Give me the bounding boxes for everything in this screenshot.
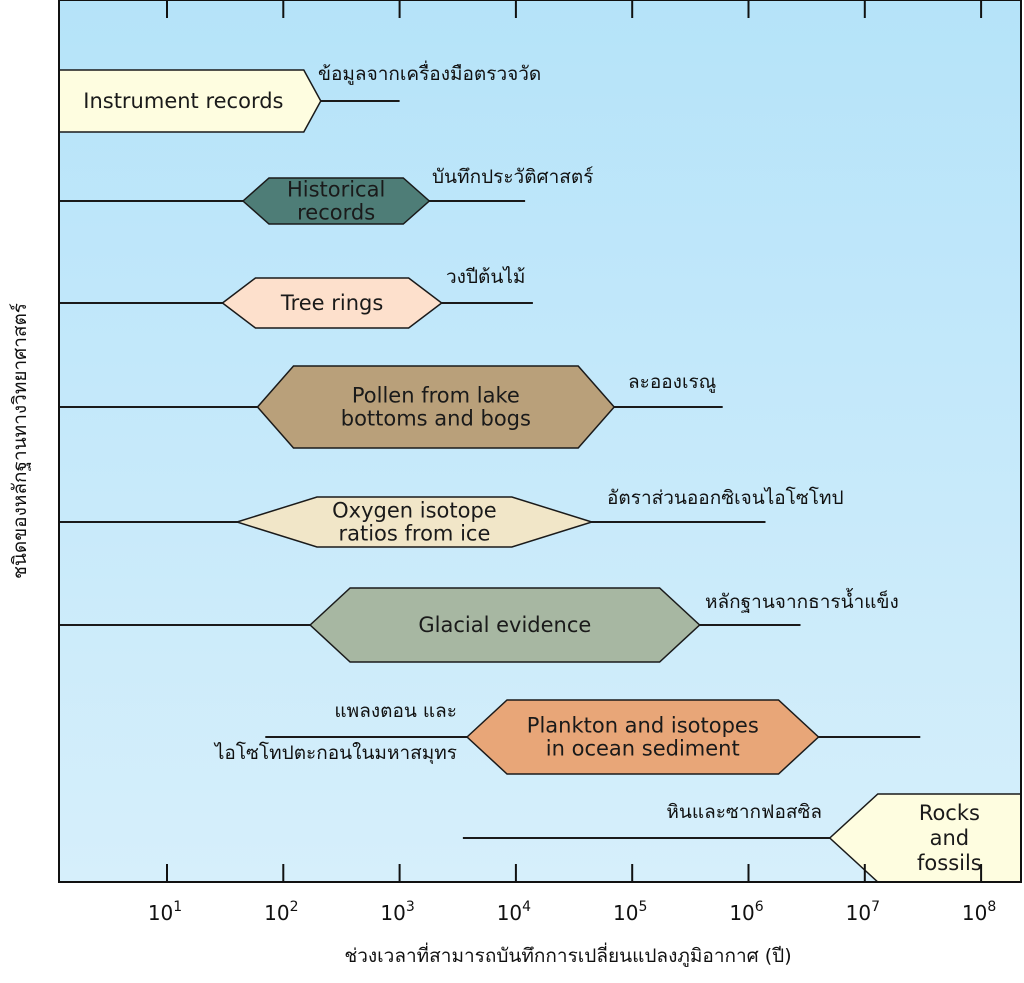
- tick-label: 102: [264, 899, 298, 925]
- evidence-label: ratios from ice: [338, 522, 490, 546]
- tick-label: 101: [148, 899, 182, 925]
- tick-label: 103: [380, 899, 414, 925]
- range-shape: [234, 496, 595, 548]
- thai-label: ไอโซโทปตะกอนในมหาสมุทร: [213, 741, 457, 765]
- evidence-label: Oxygen isotope: [332, 499, 497, 523]
- evidence-row: Instrument records ข้อมูลจากเครื่องมือตรว…: [58, 60, 541, 133]
- evidence-row: Glacial evidence หลักฐานจากธารน้ำแข็ง: [59, 587, 899, 663]
- evidence-label: in ocean sediment: [546, 737, 740, 761]
- thai-label: ข้อมูลจากเครื่องมือตรวจวัด: [318, 60, 541, 85]
- thai-label: หินและซากฟอสซิล: [666, 801, 822, 823]
- evidence-label: bottoms and bogs: [341, 407, 531, 431]
- range-shape: [256, 365, 616, 449]
- x-axis-title: ช่วงเวลาที่สามารถบันทึกการเปลี่ยนแปลงภูม…: [344, 942, 791, 967]
- evidence-label: Plankton and isotopes: [527, 714, 759, 738]
- evidence-label: Historical: [287, 178, 385, 202]
- range-shape: [465, 699, 820, 775]
- thai-label: หลักฐานจากธารน้ำแข็ง: [705, 588, 899, 613]
- y-axis-title: ชนิดของหลักฐานทางวิทยาศาสตร์: [9, 303, 31, 579]
- tick-label: 106: [729, 899, 763, 925]
- evidence-label: Pollen from lake: [352, 384, 520, 408]
- evidence-label: Tree rings: [280, 291, 383, 315]
- evidence-label: records: [297, 201, 375, 225]
- range-shape: [241, 177, 431, 225]
- tick-label: 104: [497, 899, 531, 925]
- range-shape: [308, 587, 701, 663]
- evidence-label: and: [930, 826, 970, 850]
- thai-label: วงปีต้นไม้: [446, 266, 525, 288]
- plot-frame: [58, 0, 1022, 883]
- range-shape: [221, 277, 443, 329]
- evidence-label: Instrument records: [83, 89, 283, 113]
- tick-label: 107: [846, 899, 880, 925]
- evidence-row: Tree rings วงปีต้นไม้: [59, 266, 533, 329]
- tick-label: 108: [962, 899, 996, 925]
- evidence-label: Glacial evidence: [418, 613, 591, 637]
- evidence-label: Rocks: [919, 801, 980, 825]
- tick-label: 105: [613, 899, 647, 925]
- thai-label: ละอองเรณู: [628, 371, 716, 393]
- evidence-label: fossils: [917, 851, 982, 875]
- thai-label: อัตราส่วนออกซิเจนไอโซโทป: [607, 486, 844, 509]
- thai-label: บันทึกประวัติศาสตร์: [432, 166, 593, 188]
- thai-label: แพลงตอน และ: [334, 700, 457, 722]
